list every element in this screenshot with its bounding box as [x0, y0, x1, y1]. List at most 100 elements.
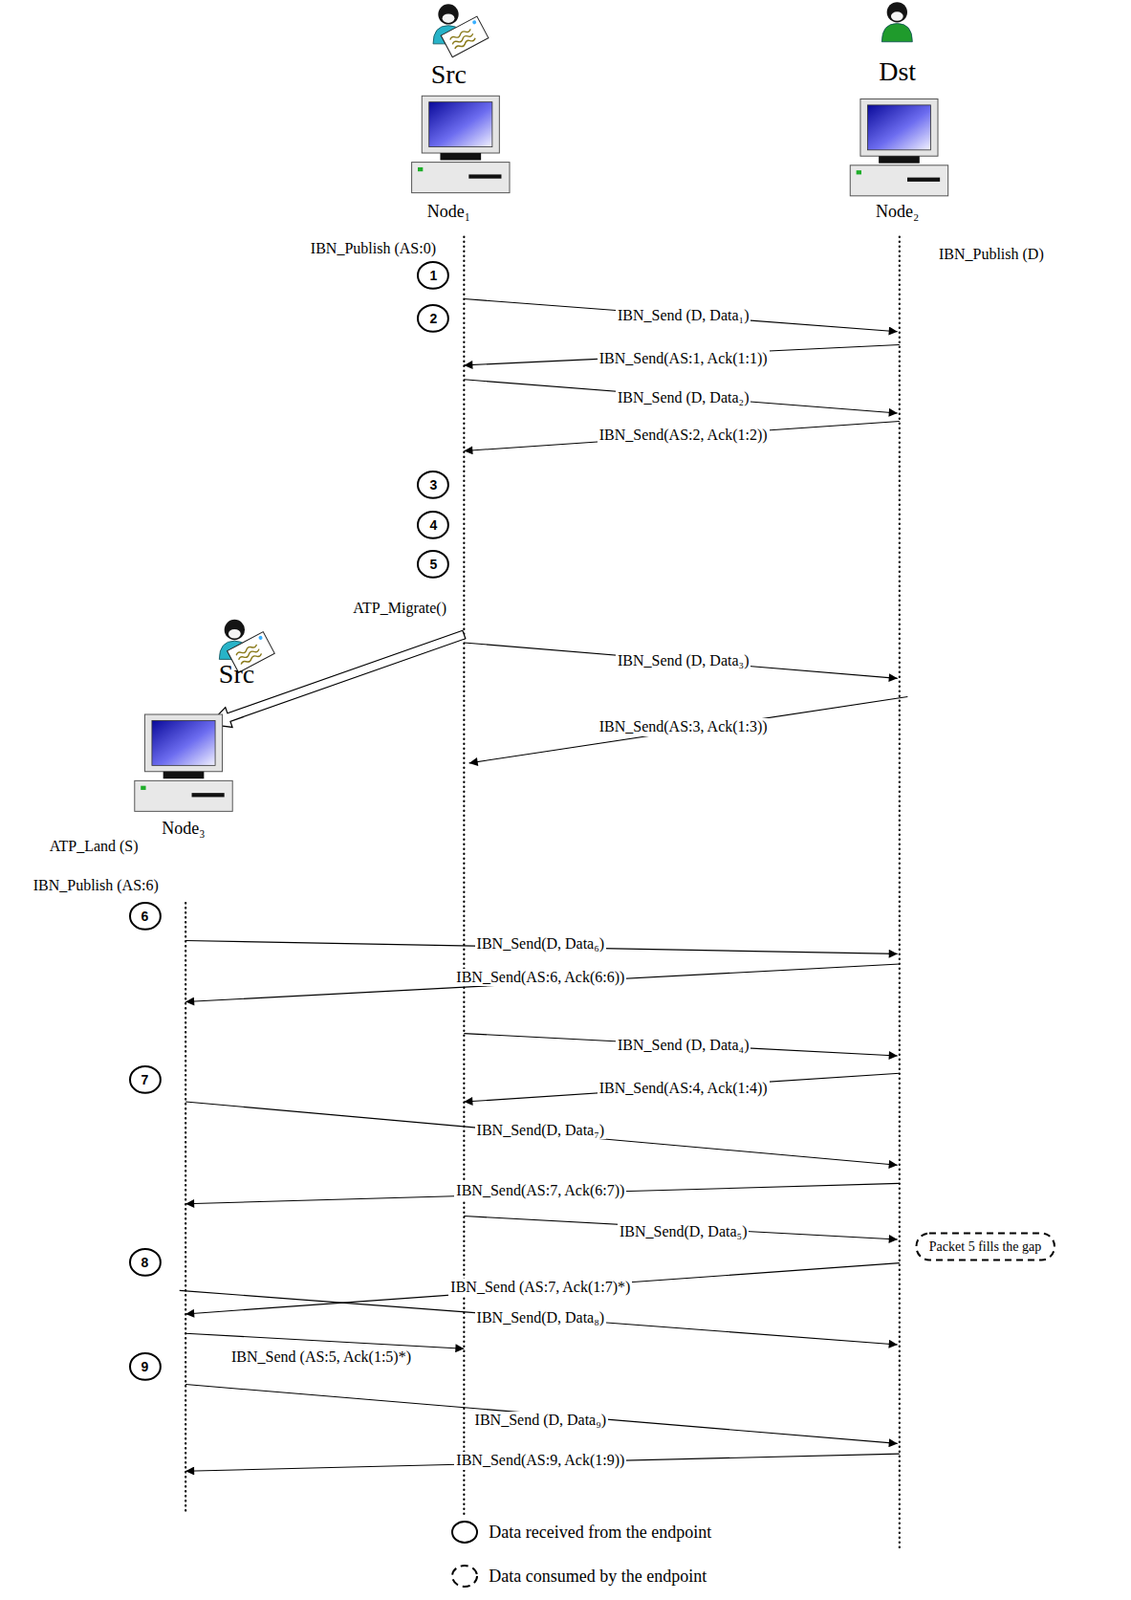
message-arrow — [463, 1072, 899, 1102]
person-face — [442, 13, 456, 23]
monitor-screen — [868, 105, 932, 151]
legend-text: Data received from the endpoint — [488, 1522, 712, 1543]
message-arrow — [185, 1332, 464, 1349]
message-label: IBN_Send (D, Data₄) — [615, 1036, 752, 1054]
message-label: IBN_Send(AS:4, Ack(1:4)) — [597, 1079, 770, 1097]
message-label: IBN_Send (AS:5, Ack(1:5)*) — [229, 1348, 414, 1366]
sheet-scribble — [452, 32, 475, 46]
computer-node: DstNode₂ — [830, 0, 979, 227]
circle-outline — [417, 261, 449, 289]
message-label: IBN_Send(D, Data₇) — [475, 1121, 608, 1139]
circle-outline — [130, 1065, 161, 1093]
step-circle: 8 — [129, 1245, 162, 1279]
legend-sample — [450, 1562, 479, 1589]
message-arrow — [463, 642, 897, 678]
call-label: ATP_Land (S) — [47, 837, 141, 855]
monitor-bezel — [860, 98, 938, 156]
step-number: 3 — [429, 477, 437, 493]
node-shape — [387, 0, 536, 227]
sheet-scribble — [450, 27, 473, 42]
call-label: IBN_Publish (AS:6) — [31, 876, 161, 894]
message-label: IBN_Send(D, Data₈) — [475, 1308, 608, 1327]
person-head — [438, 3, 459, 24]
migration-arrow — [209, 630, 466, 727]
legend-circle — [452, 1521, 478, 1543]
sheet-outline — [441, 16, 490, 58]
node-name: Node₂ — [875, 200, 919, 221]
circle-outline — [417, 471, 449, 499]
step-circle: 7 — [129, 1063, 162, 1096]
note-box: Packet 5 fills the gap — [914, 1231, 1056, 1262]
message-arrow — [463, 379, 897, 414]
power-light — [140, 784, 146, 789]
call-label: IBN_Publish (AS:0) — [308, 239, 438, 258]
monitor-bezel — [144, 714, 222, 772]
drive-slot — [469, 174, 502, 178]
step-number: 2 — [429, 310, 437, 327]
monitor-stand — [879, 155, 921, 163]
call-label: ATP_Migrate() — [350, 599, 449, 617]
message-label: IBN_Send(AS:7, Ack(6:7)) — [454, 1181, 627, 1199]
circle-outline — [130, 1248, 161, 1276]
message-label: IBN_Send(AS:1, Ack(1:1)) — [597, 349, 770, 368]
message-label: IBN_Send (D, Data₂) — [615, 389, 752, 407]
node-shape — [122, 607, 291, 842]
power-light — [417, 167, 423, 172]
lifeline — [184, 902, 187, 1512]
step-circle: 5 — [416, 547, 450, 581]
message-arrow — [185, 1101, 898, 1165]
step-number: 9 — [141, 1358, 150, 1374]
step-circle: 3 — [416, 468, 450, 501]
sheet-dot — [258, 634, 263, 640]
person-head — [887, 1, 908, 22]
message-arrow — [469, 696, 909, 763]
sheet-scribble — [236, 642, 259, 656]
message-label: IBN_Send(D, Data₅) — [617, 1222, 750, 1240]
power-light — [856, 170, 862, 174]
drive-slot — [192, 792, 225, 797]
step-circle: 4 — [416, 508, 450, 542]
message-label: IBN_Send (D, Data₃) — [615, 652, 752, 670]
person-face — [891, 11, 904, 22]
circle-outline — [417, 511, 449, 539]
role-label: Dst — [878, 56, 916, 87]
legend-item: Data consumed by the endpoint — [450, 1562, 707, 1589]
computer-case — [850, 165, 949, 196]
legend-item: Data received from the endpoint — [450, 1518, 712, 1545]
message-arrow — [463, 1033, 897, 1056]
monitor-screen — [152, 719, 216, 765]
legend-text: Data consumed by the endpoint — [488, 1566, 707, 1587]
person-body — [882, 23, 914, 43]
step-circle: 6 — [129, 899, 162, 933]
message-arrow — [463, 299, 897, 332]
computer-node: SrcNode₁ — [387, 0, 536, 227]
step-circle: 1 — [416, 259, 450, 292]
monitor-screen — [429, 102, 493, 148]
circle-outline — [417, 304, 449, 332]
sheet-scribble — [238, 647, 261, 661]
monitor-stand — [440, 152, 482, 160]
circle-outline — [130, 1352, 161, 1380]
node-name: Node₃ — [161, 818, 205, 839]
note-text: Packet 5 fills the gap — [929, 1238, 1042, 1254]
node-shape — [830, 0, 979, 227]
circle-outline — [130, 902, 161, 930]
message-arrow — [185, 963, 900, 1001]
lifeline — [898, 236, 901, 1548]
message-label: IBN_Send(AS:9, Ack(1:9)) — [454, 1451, 627, 1469]
note-outline — [915, 1233, 1054, 1261]
message-label: IBN_Send(AS:3, Ack(1:3)) — [597, 717, 770, 736]
role-label: Src — [431, 59, 467, 90]
legend-sample — [450, 1518, 479, 1545]
monitor-stand — [163, 770, 205, 778]
person-face — [228, 629, 241, 639]
message-label: IBN_Send (D, Data₉) — [473, 1411, 609, 1429]
call-label: IBN_Publish (D) — [936, 245, 1046, 263]
computer-case — [412, 162, 510, 194]
step-circle: 2 — [416, 302, 450, 335]
step-number: 1 — [429, 267, 437, 283]
step-number: 5 — [429, 556, 437, 572]
step-number: 8 — [141, 1253, 150, 1269]
message-label: IBN_Send(AS:6, Ack(6:6)) — [454, 968, 627, 986]
